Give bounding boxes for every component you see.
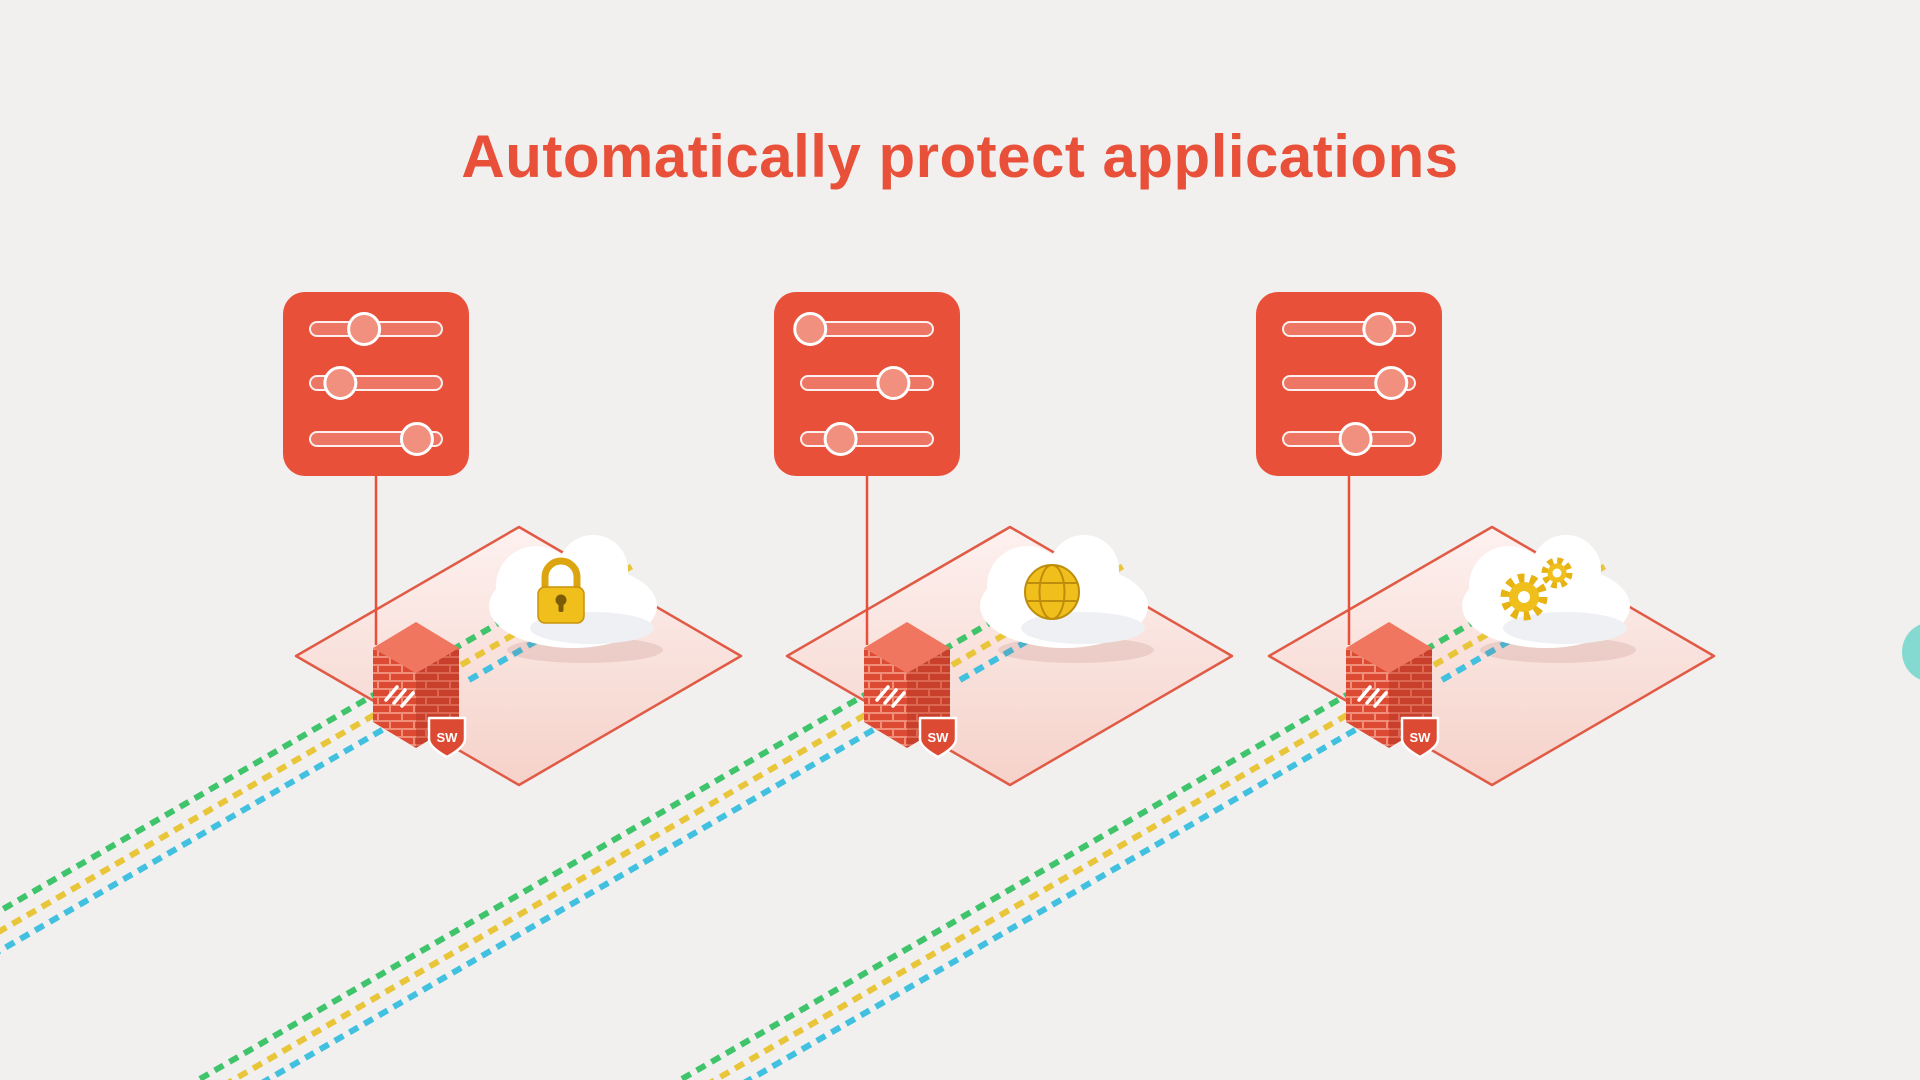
- slider-knob[interactable]: [323, 366, 358, 400]
- incoming-traffic-lines: [0, 685, 408, 1080]
- slider-knob[interactable]: [793, 312, 828, 346]
- settings-panel: [1256, 292, 1442, 476]
- slider-track[interactable]: [800, 431, 934, 447]
- padlock-icon: [537, 557, 585, 624]
- firewall-badge: SW: [1410, 730, 1432, 745]
- protection-group-1: SW: [0, 292, 743, 1080]
- firewall-badge: SW: [437, 730, 459, 745]
- settings-panel: [283, 292, 469, 476]
- settings-panel: [774, 292, 960, 476]
- edge-decoration-blob: [1902, 624, 1920, 680]
- slider-knob[interactable]: [399, 422, 434, 456]
- slider-knob[interactable]: [1338, 422, 1373, 456]
- settings-panel-background: [1256, 292, 1442, 476]
- slider-knob[interactable]: [823, 422, 858, 456]
- page-title: Automatically protect applications: [461, 123, 1459, 190]
- slider-knob[interactable]: [876, 366, 911, 400]
- globe-icon: [1024, 564, 1080, 620]
- slider-knob[interactable]: [1362, 312, 1397, 346]
- gears-icon: [1500, 557, 1573, 621]
- firewall-badge: SW: [928, 730, 950, 745]
- incoming-traffic-lines: [152, 685, 1381, 1080]
- protection-group-3: SW: [152, 292, 1716, 1080]
- slider-knob[interactable]: [347, 312, 382, 346]
- protection-group-2: SW: [0, 292, 1234, 1080]
- slider-track[interactable]: [800, 375, 934, 391]
- slider-knob[interactable]: [1374, 366, 1409, 400]
